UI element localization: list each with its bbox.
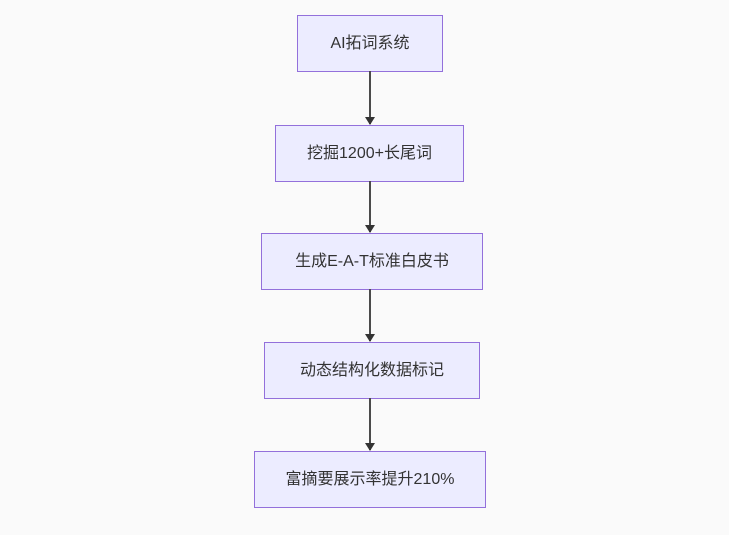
arrow-down-icon [369,71,371,124]
node-label: 富摘要展示率提升210% [285,470,455,488]
arrow-down-icon [369,181,371,232]
node-rich-snippet-result: 富摘要展示率提升210% [254,451,486,508]
arrow-down-icon [369,289,371,341]
node-ai-keyword-system: AI拓词系统 [297,15,443,72]
node-longtail-mining: 挖掘1200+长尾词 [275,125,464,182]
node-label: AI拓词系统 [330,34,410,52]
node-label: 动态结构化数据标记 [299,361,444,379]
node-structured-data-markup: 动态结构化数据标记 [264,342,480,399]
arrow-down-icon [369,398,371,450]
node-label: 挖掘1200+长尾词 [307,144,432,162]
node-label: 生成E-A-T标准白皮书 [295,252,449,270]
node-eat-whitepaper: 生成E-A-T标准白皮书 [261,233,483,290]
